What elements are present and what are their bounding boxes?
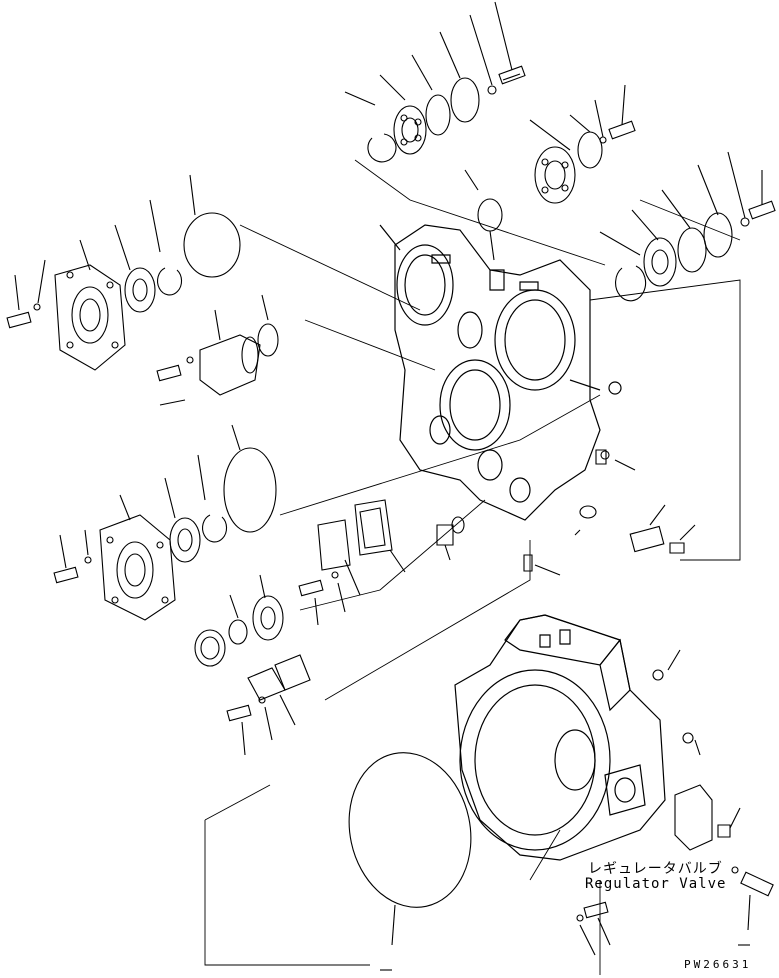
eye-bolt (465, 170, 502, 260)
bolts-mid (299, 572, 345, 625)
regulator-valve-body (675, 785, 712, 850)
housing-fittings (577, 650, 773, 955)
left-upper-cover-assembly (7, 175, 240, 370)
regulator-valve-label-jp: レギュレータバルブ (588, 861, 723, 877)
transmission-case (380, 225, 621, 520)
converter-housing (455, 615, 665, 860)
plates-lower (227, 655, 310, 755)
large-o-ring-mid (224, 425, 276, 532)
small-cover-assembly (157, 295, 278, 405)
bearing-top (394, 106, 426, 154)
bolt-top (499, 66, 525, 84)
snap-ring-top (368, 134, 396, 162)
left-lower-cover-assembly (54, 455, 226, 620)
top-bearing-assembly (345, 2, 525, 162)
right-bearing-assembly-lower (600, 152, 775, 301)
lower-bearing-seal (195, 575, 283, 666)
bearing-right-upper (535, 147, 575, 203)
right-bearing-assembly-upper (530, 85, 635, 203)
misc-ticks (380, 945, 750, 970)
shim-top-1 (426, 95, 450, 135)
leader-lines (205, 160, 740, 975)
drawing-code: PW26631 (684, 958, 752, 971)
regulator-valve-label-en: Regulator Valve (585, 876, 727, 892)
large-bottom-o-ring (335, 741, 485, 945)
gaskets (318, 500, 405, 595)
case-fittings (437, 450, 695, 575)
cover-top (451, 78, 479, 122)
